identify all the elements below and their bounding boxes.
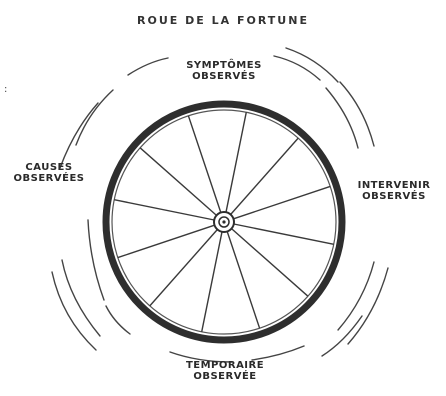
spoke <box>118 225 215 257</box>
label-bottom: TEMPORAIRE OBSERVÉE <box>150 360 300 382</box>
spoke <box>234 186 331 218</box>
label-right: INTERVENIR OBSERVÉS <box>346 180 442 202</box>
spoke <box>150 230 218 306</box>
label-left: CAUSES OBSERVÉES <box>4 162 94 184</box>
spoke <box>232 229 308 297</box>
motion-arc <box>326 88 358 148</box>
spoke <box>202 232 222 332</box>
spoke <box>226 112 246 212</box>
label-top: SYMPTÔMES OBSERVÉS <box>160 60 288 82</box>
spoke <box>140 148 216 216</box>
motion-arc <box>88 220 104 300</box>
spoke <box>188 116 220 213</box>
motion-arc <box>252 346 304 360</box>
hub-icon <box>214 212 234 232</box>
motion-arc <box>62 260 100 336</box>
motion-arc <box>338 262 374 330</box>
motion-arc <box>286 48 338 82</box>
motion-arc <box>76 90 113 145</box>
motion-arc <box>52 272 96 350</box>
spoke <box>231 138 299 214</box>
spoke <box>227 232 259 329</box>
spoke <box>114 200 214 220</box>
motion-arc <box>322 316 362 356</box>
motion-arc <box>106 306 130 334</box>
spoke <box>234 224 334 244</box>
